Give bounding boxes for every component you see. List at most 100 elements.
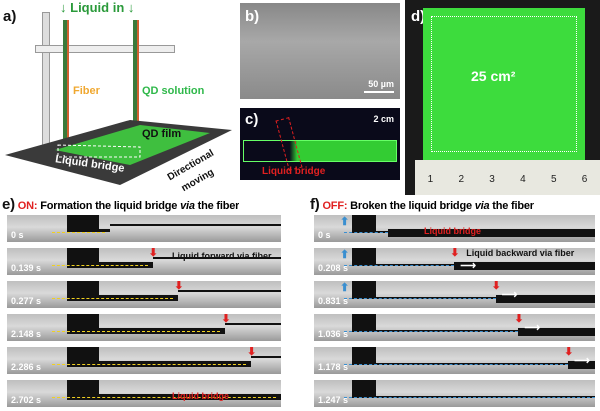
crossbar xyxy=(35,45,175,53)
ruler-number: 4 xyxy=(520,174,526,185)
video-frame: ⬇⟶ ⬆ 0.831 s xyxy=(314,281,595,308)
liquid xyxy=(495,295,595,303)
panel-a: a) ↓ Liquid in ↓ Fiber QD solution QD fi… xyxy=(0,0,235,195)
video-frame: ⬇ 2.286 s xyxy=(7,347,281,374)
white-arrow-right-icon: ⟶ xyxy=(460,260,477,272)
frame-time: 0.139 s xyxy=(11,263,42,273)
video-frame: ⬇ 0.277 s xyxy=(7,281,281,308)
ruler-number: 6 xyxy=(581,174,588,185)
fiber-line xyxy=(352,264,595,266)
panel-b-label: b) xyxy=(245,8,260,25)
fiber-line xyxy=(109,224,281,226)
panel-b-sem-image: b) 50 µm xyxy=(240,3,400,99)
guide-arrow-line xyxy=(344,397,595,398)
frame-time: 0.277 s xyxy=(11,296,42,306)
fiber-holder xyxy=(352,380,376,397)
fiber-line xyxy=(178,290,281,292)
frame-time: 0 s xyxy=(318,230,331,240)
ruler-number: 1 xyxy=(427,174,434,185)
panel-d-label: d) xyxy=(411,8,426,25)
liquid xyxy=(388,229,595,237)
fiber-line xyxy=(352,231,595,233)
frame-note: Liquid backward via fiber xyxy=(466,248,575,258)
liquid-in-text: Liquid in xyxy=(70,0,125,15)
panel-f-label: f) xyxy=(310,196,320,213)
video-frame: ⬇ 0.139 s Liquid forward via fiber xyxy=(7,248,281,275)
guide-arrow-line xyxy=(344,331,519,332)
frame-note: Liquid forward via fiber xyxy=(172,251,272,261)
fiber-holder xyxy=(67,248,99,265)
liquid xyxy=(454,262,595,270)
red-arrow-down-icon: ⬇ xyxy=(450,248,460,259)
qd-film-glass xyxy=(243,140,397,162)
qd-film-square: 25 cm² xyxy=(423,8,585,160)
panel-e-title: e) ON: Formation the liquid bridge via t… xyxy=(2,197,239,214)
fiber-left xyxy=(63,20,69,155)
state-on: ON: xyxy=(17,200,38,212)
red-arrow-down-icon: ⬇ xyxy=(174,281,184,292)
ruler-number: 5 xyxy=(550,174,557,185)
frame-time: 2.286 s xyxy=(11,362,42,372)
fiber-holder xyxy=(352,347,376,364)
red-arrow-down-icon: ⬇ xyxy=(247,347,257,358)
panel-c-label: c) xyxy=(245,111,259,128)
frame-time: 1.247 s xyxy=(318,395,349,405)
red-arrow-down-icon: ⬇ xyxy=(514,314,524,325)
qd-solution-label: QD solution xyxy=(142,85,205,97)
blue-arrow-up-icon: ⬆ xyxy=(340,282,350,294)
video-frame: 1.247 s xyxy=(314,380,595,407)
guide-arrow-line xyxy=(344,232,388,233)
scale-label: 50 µm xyxy=(368,79,394,89)
fiber-line xyxy=(251,356,281,358)
frame-time: 2.148 s xyxy=(11,329,42,339)
scale-bar xyxy=(364,91,394,93)
fiber-holder xyxy=(352,281,376,298)
frame-note: Liquid bridge xyxy=(424,226,481,236)
video-frame: ⬇ 2.148 s xyxy=(7,314,281,341)
fiber-holder xyxy=(352,314,376,331)
title-end: the fiber xyxy=(489,200,534,212)
frame-time: 1.036 s xyxy=(318,329,349,339)
title-text: Formation the liquid bridge xyxy=(40,200,181,212)
liquid xyxy=(518,328,595,336)
video-frame: ⬆ 0 s Liquid bridge xyxy=(314,215,595,242)
guide-arrow-line xyxy=(344,364,569,365)
state-off: OFF: xyxy=(322,200,348,212)
guide-arrow-line xyxy=(52,265,148,266)
frame-time: 0 s xyxy=(11,230,24,240)
fiber-holder xyxy=(67,314,99,331)
panel-c-photo: c) 2 cm Liquid bridge xyxy=(240,108,400,180)
liquid-bridge-label: Liquid bridge xyxy=(262,166,326,177)
ruler-number: 3 xyxy=(489,174,495,185)
scale-label: 2 cm xyxy=(373,114,394,124)
white-arrow-right-icon: ⟶ xyxy=(501,289,518,301)
video-frame: ⬇⟶1.178 s xyxy=(314,347,595,374)
fiber-holder xyxy=(352,248,376,265)
panel-f-title: f) OFF: Broken the liquid bridge via the… xyxy=(310,197,534,214)
red-arrow-down-icon: ⬇ xyxy=(564,347,574,358)
guide-arrow-line xyxy=(344,265,455,266)
fiber-holder xyxy=(67,215,99,232)
white-arrow-right-icon: ⟶ xyxy=(524,322,541,334)
frame-time: 0.831 s xyxy=(318,296,349,306)
fiber-holder xyxy=(67,380,99,397)
qd-film-label: QD film xyxy=(142,128,182,140)
frame-time: 0.208 s xyxy=(318,263,349,273)
liquid-in-label: ↓ Liquid in ↓ xyxy=(60,0,135,15)
substrate xyxy=(5,120,232,185)
guide-arrow-line xyxy=(52,397,276,398)
guide-arrow-line xyxy=(344,298,496,299)
guide-arrow-line xyxy=(52,331,221,332)
blue-arrow-up-icon: ⬆ xyxy=(340,216,350,228)
liquid xyxy=(67,229,110,232)
fiber-holder xyxy=(67,347,99,364)
red-arrow-down-icon: ⬇ xyxy=(148,248,158,259)
red-arrow-down-icon: ⬇ xyxy=(221,314,231,325)
red-arrow-down-icon: ⬇ xyxy=(491,281,501,292)
title-via: via xyxy=(180,200,195,212)
frame-time: 1.178 s xyxy=(318,362,349,372)
